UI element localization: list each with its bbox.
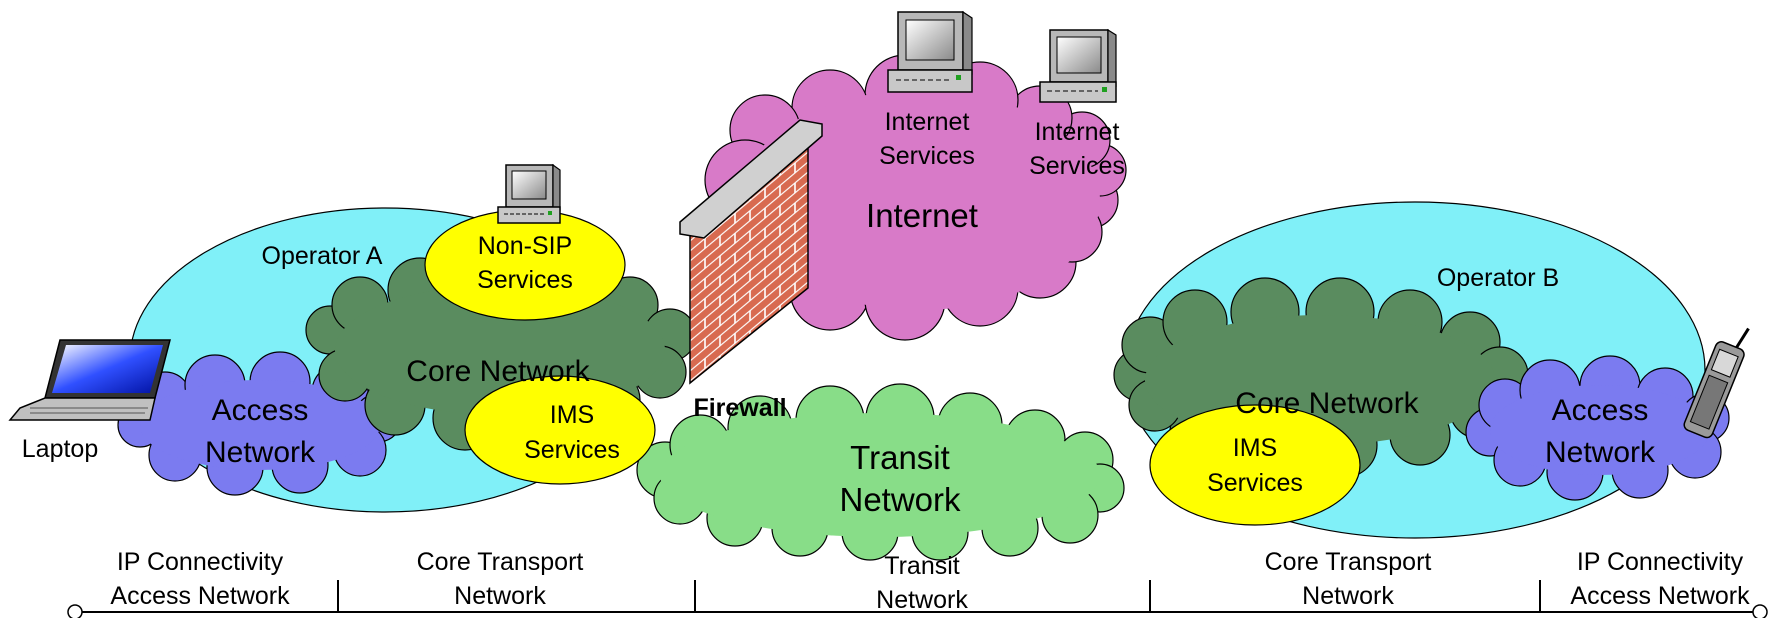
mobile-phone-icon	[1683, 327, 1750, 439]
firewall-label: Firewall	[693, 394, 786, 422]
segment-label: Transit	[884, 552, 960, 580]
access-a-line1: Access	[212, 394, 309, 427]
segment-label: Core Transport	[417, 548, 584, 576]
access-b-line1: Access	[1552, 394, 1649, 427]
computer-icon	[887, 10, 973, 93]
segment-label: Network	[454, 582, 546, 610]
ims-b-line1: IMS	[1233, 434, 1277, 462]
ims-services-a-ellipse	[464, 375, 656, 485]
segment-label: IP Connectivity	[117, 548, 284, 576]
transit-line1: Transit	[850, 439, 950, 476]
laptop-label: Laptop	[22, 435, 98, 463]
segment-label: Network	[876, 586, 968, 614]
transit-line2: Network	[839, 481, 961, 518]
ims-a-line2: Services	[524, 436, 620, 464]
internet-services-2-line1: Internet	[1035, 118, 1120, 146]
segment-label: Access Network	[110, 582, 290, 610]
ims-b-line2: Services	[1207, 469, 1303, 497]
computer-icon	[1039, 28, 1117, 103]
ims-a-line1: IMS	[550, 401, 594, 429]
laptop-icon	[8, 339, 171, 421]
internet-services-1-line2: Services	[879, 142, 975, 170]
internet-services-2-line2: Services	[1029, 152, 1125, 180]
firewall-cap	[679, 119, 823, 239]
operator-a-label: Operator A	[262, 242, 383, 270]
segment-label: Core Transport	[1265, 548, 1432, 576]
core-network-b-label: Core Network	[1235, 387, 1419, 420]
firewall	[679, 119, 823, 385]
ims-services-b-ellipse	[1149, 404, 1361, 526]
access-b-line2: Network	[1545, 436, 1656, 469]
segment-label: Network	[1302, 582, 1394, 610]
internet-label: Internet	[866, 197, 978, 234]
bottom-axis	[67, 580, 1768, 618]
computer-icon	[497, 163, 561, 224]
operator-b-label: Operator B	[1437, 264, 1559, 292]
segment-label: IP Connectivity	[1577, 548, 1744, 576]
non-sip-services-ellipse	[424, 209, 626, 321]
non-sip-line1: Non-SIP	[478, 232, 572, 260]
non-sip-line2: Services	[477, 266, 573, 294]
core-network-a-label: Core Network	[406, 355, 590, 388]
access-a-line2: Network	[205, 436, 316, 469]
internet-services-1-line1: Internet	[885, 108, 970, 136]
transit-network-cloud	[636, 383, 1125, 561]
segment-label: Access Network	[1570, 582, 1750, 610]
